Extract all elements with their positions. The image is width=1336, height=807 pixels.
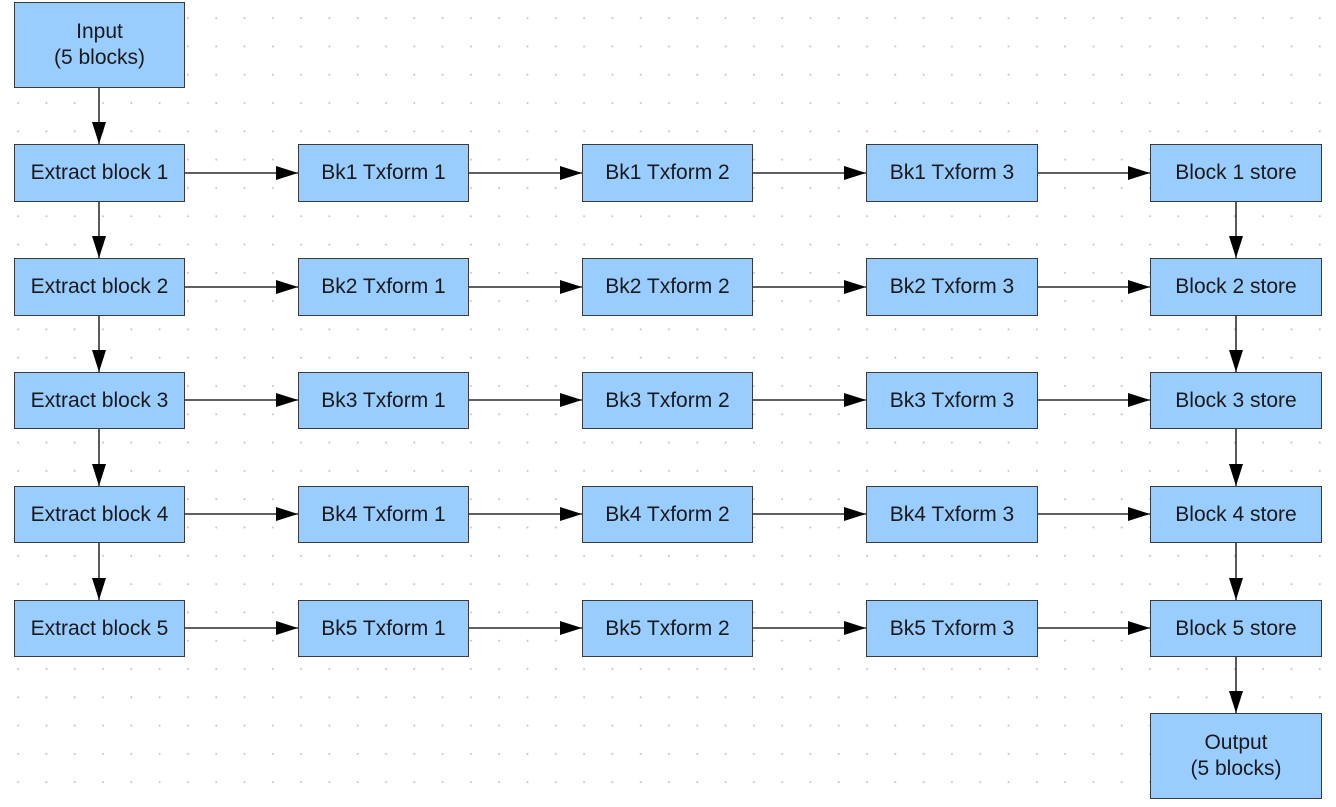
extract-block-4-node: Extract block 4 — [14, 486, 185, 543]
extract-block-5-node: Extract block 5 — [14, 600, 185, 657]
block-1-store-node: Block 1 store — [1150, 144, 1322, 202]
bk1-txform-1-node: Bk1 Txform 1 — [298, 144, 469, 202]
bk5-txform-3-node: Bk5 Txform 3 — [866, 600, 1038, 657]
bk3-txform-3-node: Bk3 Txform 3 — [866, 372, 1038, 429]
block-3-store-node: Block 3 store — [1150, 372, 1322, 429]
block-5-store-node: Block 5 store — [1150, 600, 1322, 657]
bk4-txform-3-node: Bk4 Txform 3 — [866, 486, 1038, 543]
bk5-txform-2-node: Bk5 Txform 2 — [582, 600, 753, 657]
bk4-txform-2-node: Bk4 Txform 2 — [582, 486, 753, 543]
bk3-txform-1-node: Bk3 Txform 1 — [298, 372, 469, 429]
bk2-txform-1-node: Bk2 Txform 1 — [298, 258, 469, 316]
bk5-txform-1-node: Bk5 Txform 1 — [298, 600, 469, 657]
block-4-store-node: Block 4 store — [1150, 486, 1322, 543]
bk2-txform-2-node: Bk2 Txform 2 — [582, 258, 753, 316]
extract-block-2-node: Extract block 2 — [14, 258, 185, 316]
extract-block-1-node: Extract block 1 — [14, 144, 185, 202]
output-node: Output (5 blocks) — [1150, 713, 1322, 799]
extract-block-3-node: Extract block 3 — [14, 372, 185, 429]
bk3-txform-2-node: Bk3 Txform 2 — [582, 372, 753, 429]
block-2-store-node: Block 2 store — [1150, 258, 1322, 316]
bk1-txform-3-node: Bk1 Txform 3 — [866, 144, 1038, 202]
bk2-txform-3-node: Bk2 Txform 3 — [866, 258, 1038, 316]
bk1-txform-2-node: Bk1 Txform 2 — [582, 144, 753, 202]
bk4-txform-1-node: Bk4 Txform 1 — [298, 486, 469, 543]
input-node: Input (5 blocks) — [14, 2, 185, 88]
